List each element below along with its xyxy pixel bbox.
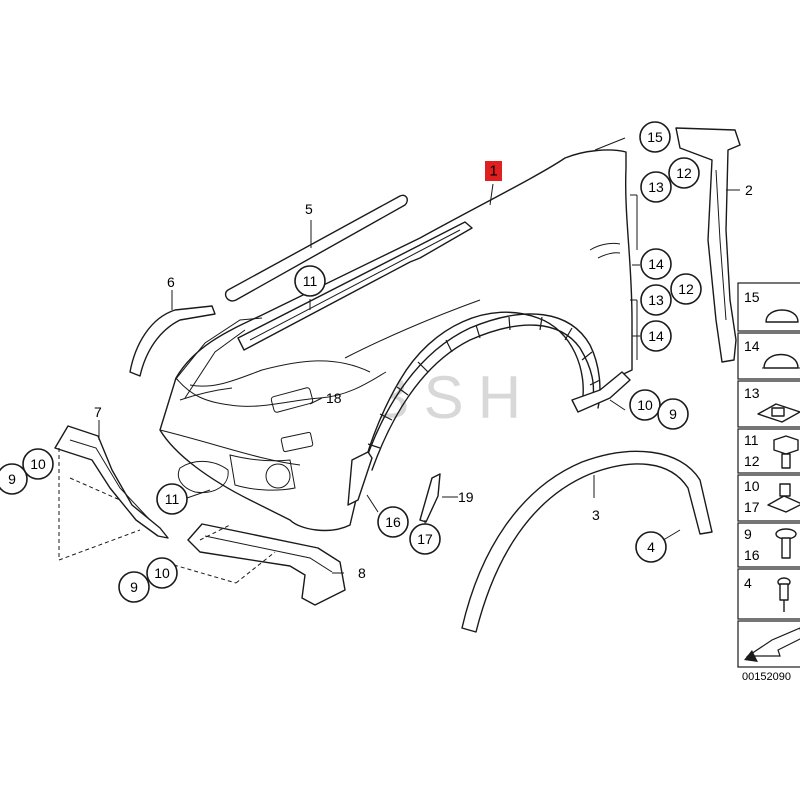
fender-part (159, 149, 633, 532)
legend-row-15: 15 (737, 282, 800, 332)
plug-cap-icon (765, 309, 799, 323)
reference-code: 00152090 (742, 671, 791, 683)
callout-10a: 10 (629, 389, 661, 421)
svg-text:13: 13 (648, 179, 664, 195)
legend-row-13: 13 (737, 380, 800, 428)
callout-13a: 13 (640, 171, 672, 203)
legend-row-9-16: 9 16 (737, 522, 800, 568)
svg-text:15: 15 (647, 129, 663, 145)
svg-text:10: 10 (154, 565, 170, 581)
bracket-8-part (187, 523, 346, 606)
svg-text:4: 4 (647, 539, 655, 555)
rivet-icon (777, 577, 791, 612)
svg-text:10: 10 (637, 397, 653, 413)
svg-text:12: 12 (676, 165, 692, 181)
callout-4: 4 (635, 531, 667, 563)
bracket-7-part (54, 425, 169, 539)
dashed-guides (58, 448, 276, 584)
rear-trim-2-part (675, 127, 741, 363)
svg-text:12: 12 (678, 281, 694, 297)
svg-text:9: 9 (744, 526, 752, 542)
callout-14b: 14 (640, 320, 672, 352)
part-1-label: 1 (485, 161, 502, 181)
svg-text:11: 11 (303, 273, 318, 289)
clip-nut-screw-icon (767, 483, 800, 513)
highlight-box (485, 161, 502, 181)
callout-15: 15 (639, 121, 671, 153)
label-2: 2 (745, 182, 753, 198)
svg-text:16: 16 (385, 514, 401, 530)
callout-12a: 12 (668, 157, 700, 189)
arrow-icon (746, 627, 800, 657)
legend-row-arrow (737, 620, 800, 668)
strip-19-part (419, 473, 441, 523)
svg-text:13: 13 (744, 385, 760, 401)
seal-strip-part (224, 194, 408, 302)
svg-text:9: 9 (8, 471, 16, 487)
bracket-6-part (129, 305, 216, 377)
svg-text:17: 17 (417, 531, 433, 547)
legend-row-4: 4 (737, 568, 800, 620)
hex-screw-icon (773, 435, 799, 469)
callout-9b: 9 (0, 463, 28, 495)
callout-11b: 11 (156, 483, 188, 515)
label-19: 19 (458, 489, 474, 505)
callout-12b: 12 (670, 273, 702, 305)
svg-text:14: 14 (744, 338, 760, 354)
callout-14a: 14 (640, 248, 672, 280)
legend-row-11-12: 11 12 (737, 428, 800, 474)
svg-text:14: 14 (648, 328, 664, 344)
fastener-legend: 15 14 13 11 12 10 17 (737, 282, 800, 683)
label-7: 7 (94, 404, 102, 420)
wheel-arch-molding-part (461, 450, 713, 633)
callout-16: 16 (377, 506, 409, 538)
svg-text:11: 11 (744, 432, 759, 448)
callout-13b: 13 (640, 284, 672, 316)
leader-lines (98, 137, 740, 574)
label-3: 3 (592, 507, 600, 523)
callout-17: 17 (409, 523, 441, 555)
svg-text:1: 1 (489, 163, 497, 180)
svg-text:15: 15 (744, 289, 760, 305)
label-6: 6 (167, 274, 175, 290)
svg-text:10: 10 (30, 456, 46, 472)
callout-11a: 11 (294, 265, 326, 297)
svg-text:9: 9 (130, 579, 138, 595)
svg-text:17: 17 (744, 499, 760, 515)
callout-10b: 10 (22, 448, 54, 480)
svg-text:14: 14 (648, 256, 664, 272)
legend-row-14: 14 (737, 332, 800, 380)
washer-screw-icon (775, 528, 797, 559)
callouts: 15 12 13 14 12 13 14 10 9 11 10 9 11 16 … (0, 121, 702, 603)
svg-text:13: 13 (648, 292, 664, 308)
svg-text:16: 16 (744, 547, 760, 563)
svg-text:11: 11 (165, 491, 180, 507)
callout-9c: 9 (118, 571, 150, 603)
svg-text:9: 9 (669, 406, 677, 422)
callout-10c: 10 (146, 557, 178, 589)
plain-labels: 5 6 7 18 19 2 3 8 (94, 182, 753, 581)
label-8: 8 (358, 565, 366, 581)
svg-text:10: 10 (744, 478, 760, 494)
svg-text:4: 4 (744, 575, 752, 591)
label-18: 18 (326, 390, 342, 406)
svg-text:12: 12 (744, 453, 760, 469)
label-5: 5 (305, 201, 313, 217)
upper-trim-part (237, 221, 473, 351)
legend-row-10-17: 10 17 (737, 474, 800, 522)
callout-9a: 9 (657, 398, 689, 430)
